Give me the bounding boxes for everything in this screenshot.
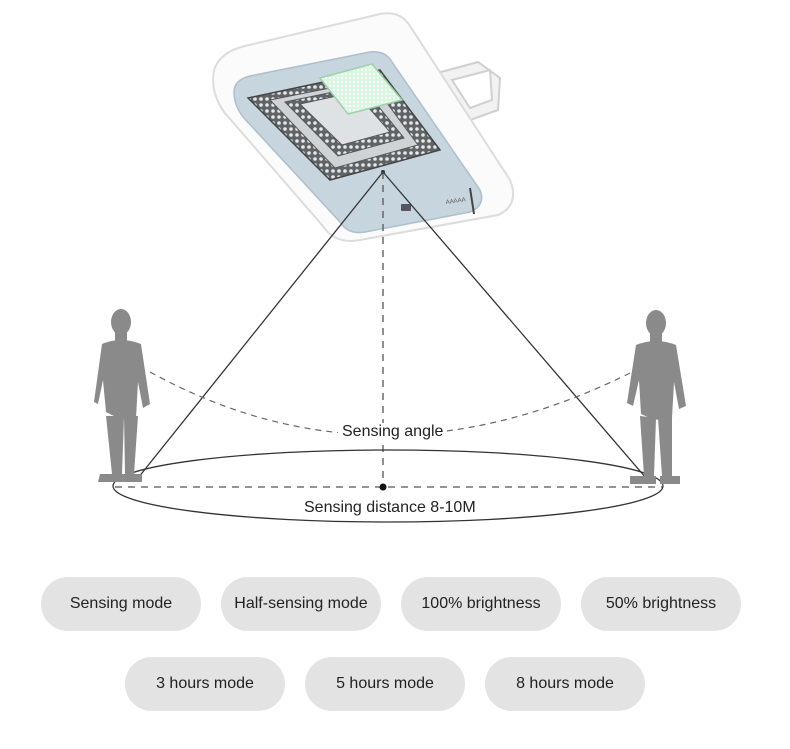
- led-chip: [318, 63, 404, 115]
- center-point: [379, 483, 387, 491]
- person-left-silhouette: [94, 309, 150, 482]
- pir-sensor: [401, 204, 411, 211]
- mode-pill-half-sensing: Half-sensing mode: [221, 577, 381, 631]
- solar-lamp: AAAAA: [212, 12, 514, 242]
- sensing-diagram: AAAAA: [94, 12, 686, 523]
- sensing-distance-label: Sensing distance 8-10M: [300, 499, 480, 517]
- lamp-marking: AAAAA: [445, 197, 466, 206]
- person-right-silhouette: [627, 310, 686, 484]
- mode-pill-5-hours: 5 hours mode: [305, 657, 465, 711]
- mode-pill-sensing: Sensing mode: [41, 577, 201, 631]
- mode-pill-100-brightness: 100% brightness: [401, 577, 561, 631]
- mode-pill-50-brightness: 50% brightness: [581, 577, 741, 631]
- sensing-range-ellipse: [112, 449, 664, 523]
- cone-left-line: [137, 171, 384, 479]
- sensing-angle-label: Sensing angle: [338, 423, 448, 441]
- mode-pill-3-hours: 3 hours mode: [125, 657, 285, 711]
- cone-right-line: [382, 171, 647, 479]
- mode-pill-8-hours: 8 hours mode: [485, 657, 645, 711]
- sensing-angle-arc: [149, 367, 641, 436]
- lamp-logo: [469, 187, 475, 215]
